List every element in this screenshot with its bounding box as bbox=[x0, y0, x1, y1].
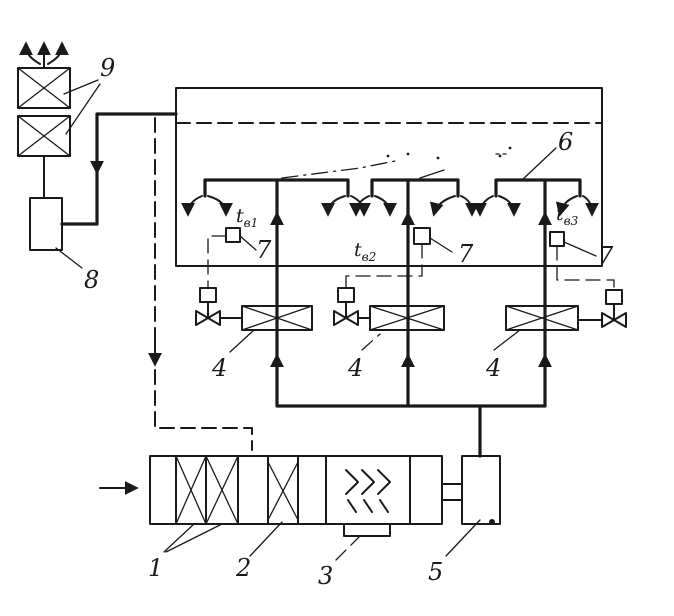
supply-fan-5 bbox=[461, 455, 501, 525]
exhaust-filter-unit bbox=[17, 67, 71, 157]
humidifier-section-3 bbox=[343, 469, 391, 537]
leader-7a bbox=[239, 235, 257, 251]
heater-section-2 bbox=[267, 461, 299, 521]
leader-1b bbox=[165, 523, 223, 553]
fan-motor-dot bbox=[489, 519, 495, 525]
zone-heater-2 bbox=[369, 305, 445, 331]
control-link-dashed bbox=[154, 117, 253, 451]
leader-6-mid bbox=[419, 169, 445, 179]
leader-6 bbox=[521, 147, 557, 181]
zone-heater-3 bbox=[505, 305, 579, 331]
temp-label-2: tв2 bbox=[354, 239, 376, 264]
label-7-1: 7 bbox=[256, 236, 272, 264]
label-8: 8 bbox=[84, 266, 99, 294]
leader-5 bbox=[445, 519, 481, 557]
central-air-handler bbox=[149, 455, 443, 525]
exhaust-fan-box bbox=[29, 197, 63, 251]
label-7-2: 7 bbox=[458, 240, 474, 268]
label-4-3: 4 bbox=[485, 354, 501, 382]
control-line-2 bbox=[345, 243, 423, 289]
temp-label-3: tв3 bbox=[556, 203, 579, 228]
supply-flow-arrows bbox=[270, 211, 552, 381]
leader-4b bbox=[361, 333, 381, 351]
air-distributor-2 bbox=[349, 178, 479, 217]
temp-label-1: tв1 bbox=[236, 205, 258, 230]
leader-7c bbox=[563, 241, 597, 257]
conditioned-room bbox=[175, 87, 603, 267]
label-5: 5 bbox=[428, 558, 443, 586]
leader-9b bbox=[65, 83, 101, 135]
label-4-2: 4 bbox=[347, 354, 363, 382]
label-6: 6 bbox=[558, 128, 573, 156]
label-7-3: 7 bbox=[598, 242, 614, 270]
air-distributor-3 bbox=[473, 178, 599, 217]
control-valve-2 bbox=[333, 287, 371, 326]
filter-section-1 bbox=[175, 455, 239, 525]
supply-main-loop bbox=[275, 178, 547, 408]
leader-6-dashdot bbox=[281, 159, 401, 179]
control-line-1 bbox=[207, 235, 227, 289]
leader-7b bbox=[429, 237, 453, 253]
temp-sensor-1 bbox=[225, 227, 241, 243]
leader-3 bbox=[335, 535, 361, 561]
temp-sensor-2 bbox=[413, 227, 431, 245]
label-9: 9 bbox=[100, 54, 115, 82]
leader-9a bbox=[63, 79, 99, 95]
leader-8 bbox=[55, 247, 83, 269]
return-air-duct bbox=[60, 112, 178, 226]
control-valve-3 bbox=[577, 289, 627, 328]
temp-sensor-3 bbox=[549, 231, 565, 247]
control-valve-1 bbox=[195, 287, 243, 326]
trace-dots bbox=[386, 146, 512, 160]
label-4-1: 4 bbox=[211, 354, 227, 382]
control-line-3 bbox=[556, 245, 615, 291]
label-1: 1 bbox=[148, 554, 163, 582]
leader-4c bbox=[493, 329, 521, 351]
exhaust-outlet-arrows bbox=[19, 41, 69, 69]
label-2: 2 bbox=[235, 554, 251, 582]
leader-2 bbox=[249, 521, 283, 557]
leader-1a bbox=[163, 523, 195, 553]
label-3: 3 bbox=[318, 562, 333, 590]
air-distributor-1 bbox=[181, 178, 371, 217]
leader-4a bbox=[229, 329, 255, 353]
